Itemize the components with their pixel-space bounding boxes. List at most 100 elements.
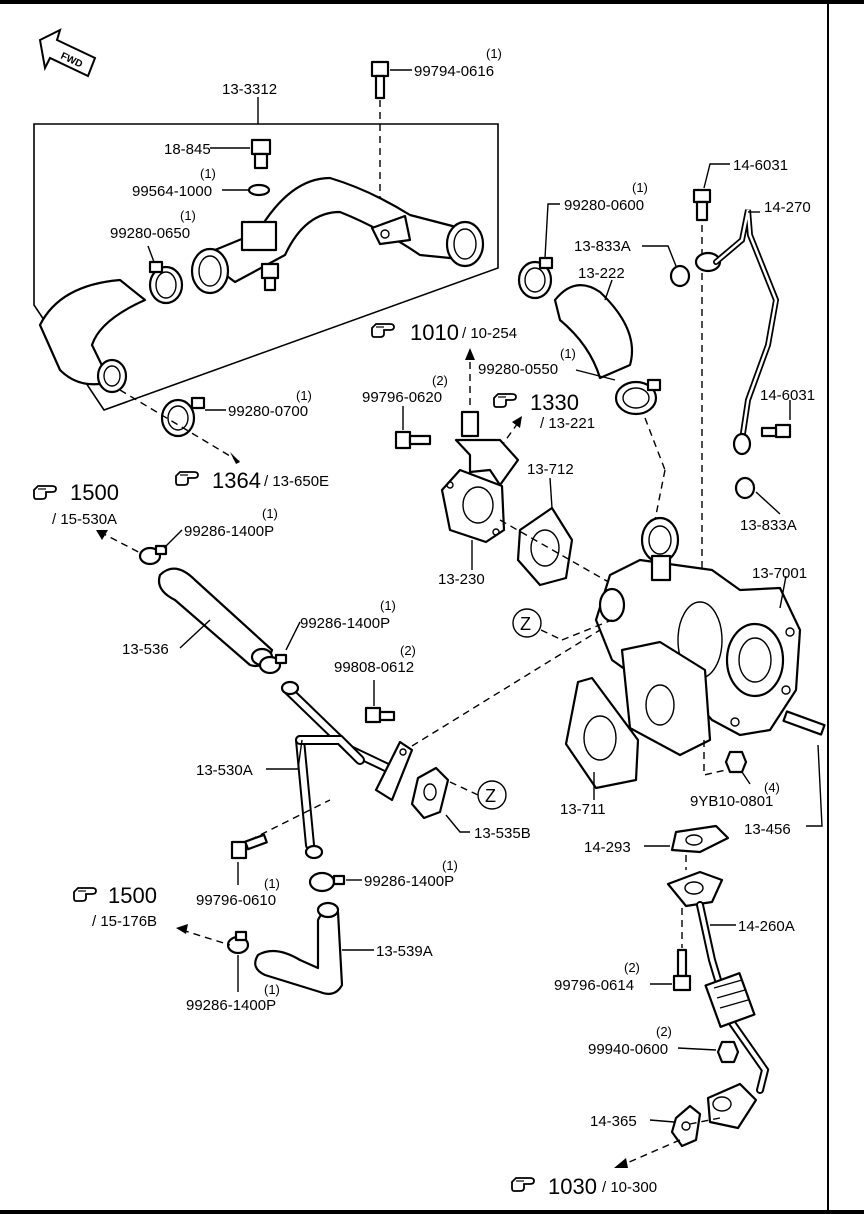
nut-99940-0600 (716, 1040, 740, 1064)
ref-1030: 1030 / 10-300 (511, 1174, 657, 1199)
label-13-833A-top: 13-833A (574, 238, 631, 255)
bolt-14-6031-mid (760, 423, 792, 439)
label-14-6031-mid: 14-6031 (760, 387, 815, 404)
label-99280-0550: 99280-0550 (478, 361, 558, 378)
svg-text:(2): (2) (432, 373, 448, 388)
label-99286-1400P-b: 99286-1400P (300, 615, 390, 632)
svg-text:1500: 1500 (108, 883, 157, 908)
svg-text:(2): (2) (400, 643, 416, 658)
svg-text:/ 15-176B: / 15-176B (92, 913, 157, 930)
clamp-99280-0700 (160, 396, 206, 438)
svg-text:(1): (1) (380, 598, 396, 613)
ref-1500-b: 1500 / 15-176B (73, 883, 157, 930)
label-99796-0614: 99796-0614 (554, 977, 634, 994)
hose-inlet (38, 278, 147, 386)
clamp-99286-1400P-c (308, 871, 346, 893)
label-99794-0616: 99794-0616 (414, 63, 494, 80)
svg-text:1500: 1500 (70, 480, 119, 505)
label-14-293: 14-293 (584, 839, 631, 856)
gasket-14-365 (670, 1104, 702, 1148)
svg-text:1010: 1010 (410, 320, 459, 345)
svg-text:(2): (2) (624, 960, 640, 975)
elbow-13-230 (440, 410, 520, 544)
oil-pipe-14-270 (694, 209, 780, 456)
turbocharger-13-7001 (594, 516, 802, 757)
oil-return-pipe-14-260A (666, 870, 770, 1130)
label-13-222: 13-222 (578, 265, 625, 282)
svg-text:(1): (1) (632, 180, 648, 195)
ref-1364: 1364 / 13-650E (175, 468, 329, 493)
gasket-14-293 (670, 824, 730, 854)
label-18-845: 18-845 (164, 141, 211, 158)
label-13-7001: 13-7001 (752, 565, 807, 582)
svg-text:Z: Z (485, 786, 496, 806)
label-13-711: 13-711 (560, 801, 606, 818)
svg-text:(1): (1) (296, 388, 312, 403)
svg-text:Z: Z (520, 614, 531, 634)
bolt-99808-0612 (364, 706, 396, 724)
label-99940-0600: 99940-0600 (588, 1041, 668, 1058)
washer-13-833A-mid (734, 476, 756, 500)
label-13-535B: 13-535B (474, 825, 531, 842)
svg-text:/ 10-254: / 10-254 (462, 325, 517, 342)
label-99808-0612: 99808-0612 (334, 659, 414, 676)
bolt-99794-0616 (370, 60, 390, 100)
label-9YB10-0801: 9YB10-0801 (690, 793, 773, 810)
svg-text:(1): (1) (180, 208, 196, 223)
label-13-3312: 13-3312 (222, 81, 277, 98)
label-99796-0620: 99796-0620 (362, 389, 442, 406)
clamp-99286-1400P-d (226, 930, 250, 955)
label-14-6031-top: 14-6031 (733, 157, 788, 174)
zone-marker-z-upper: Z (512, 608, 542, 638)
bolt-14-6031-top (692, 188, 712, 222)
washer-13-833A-top (669, 264, 691, 288)
svg-text:(1): (1) (560, 346, 576, 361)
water-pipe-13-530A (280, 680, 414, 860)
svg-text:(1): (1) (264, 982, 280, 997)
zone-marker-z-lower: Z (477, 780, 507, 810)
svg-text:(1): (1) (264, 876, 280, 891)
ref-1330: 1330 / 13-221 (493, 390, 595, 432)
svg-text:1364: 1364 (212, 468, 261, 493)
clamp-99286-1400P-b (258, 653, 288, 675)
svg-text:(1): (1) (262, 506, 278, 521)
svg-text:(4): (4) (764, 780, 780, 795)
fwd-arrow-icon: FWD (38, 28, 97, 78)
nut-9YB10-0801 (724, 750, 748, 774)
intake-pipe-13-3312 (190, 176, 485, 295)
label-99796-0610: 99796-0610 (196, 892, 276, 909)
label-14-260A: 14-260A (738, 918, 795, 935)
hose-13-222 (553, 284, 634, 380)
bolt-99796-0620 (394, 430, 432, 450)
svg-text:(1): (1) (200, 166, 216, 181)
gasket-13-535B (410, 766, 450, 820)
label-13-712: 13-712 (527, 461, 574, 478)
clamp-99286-1400P-a (138, 544, 168, 566)
svg-text:(2): (2) (656, 1024, 672, 1039)
clamp-99280-0650 (148, 260, 184, 305)
ref-1010: 1010 / 10-254 (371, 320, 517, 345)
label-13-456: 13-456 (744, 821, 791, 838)
label-99286-1400P-a: 99286-1400P (184, 523, 274, 540)
label-14-270: 14-270 (764, 199, 811, 216)
washer-99564-1000 (247, 183, 271, 197)
label-13-536: 13-536 (122, 641, 169, 658)
label-13-539A: 13-539A (376, 943, 433, 960)
svg-text:/ 10-300: / 10-300 (602, 1179, 657, 1196)
clamp-99280-0600 (517, 256, 554, 300)
gasket-13-711 (564, 676, 640, 790)
assembly-box-13-3312 (33, 123, 499, 411)
label-99286-1400P-c: 99286-1400P (364, 873, 454, 890)
ref-1500-a: 1500 / 15-530A (33, 480, 119, 528)
clamp-99280-0550 (614, 378, 662, 416)
label-13-530A: 13-530A (196, 762, 253, 779)
stud-13-456 (782, 710, 826, 736)
svg-text:(1): (1) (486, 46, 502, 61)
label-14-365: 14-365 (590, 1113, 637, 1130)
svg-text:1330: 1330 (530, 390, 579, 415)
label-99564-1000: 99564-1000 (132, 183, 212, 200)
svg-text:/ 15-530A: / 15-530A (52, 511, 117, 528)
label-99280-0650: 99280-0650 (110, 225, 190, 242)
bolt-99796-0614 (672, 948, 692, 992)
